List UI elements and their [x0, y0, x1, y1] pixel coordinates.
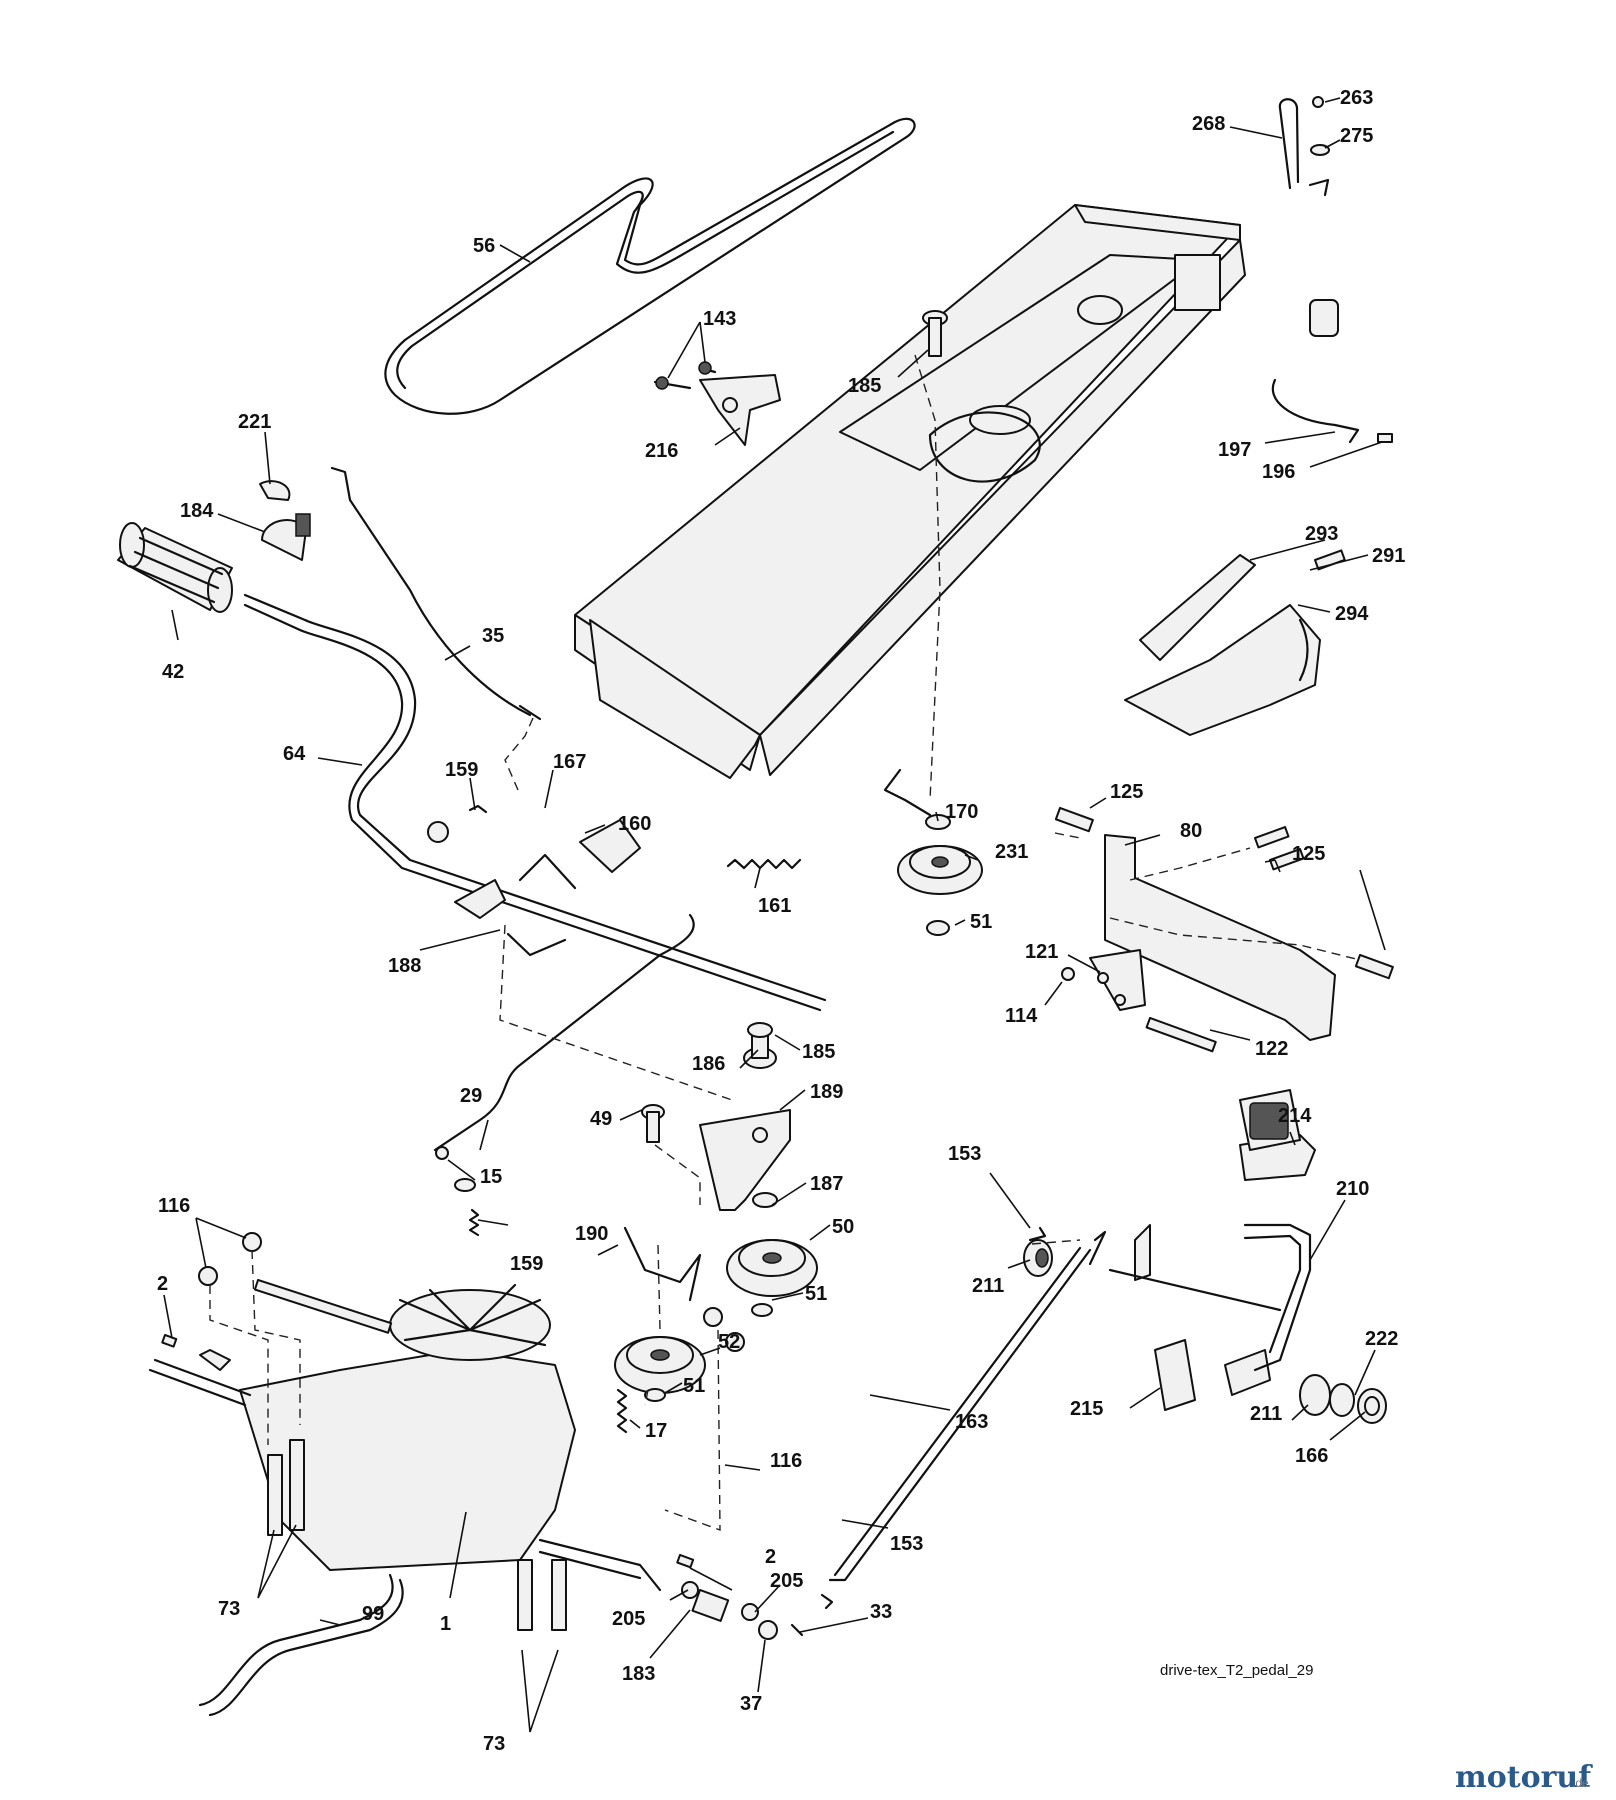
- callout-125-upper: 125: [1110, 781, 1143, 803]
- callout-15: 15: [480, 1166, 502, 1188]
- callout-222: 222: [1365, 1328, 1398, 1350]
- diagram-caption: drive-tex_T2_pedal_29: [1160, 1662, 1313, 1679]
- bracket-80: [1054, 807, 1394, 1053]
- callout-56: 56: [473, 235, 495, 257]
- bracket-293-294: [1124, 549, 1346, 736]
- callout-231: 231: [995, 841, 1028, 863]
- callout-170: 170: [945, 801, 978, 823]
- callout-160: 160: [618, 813, 651, 835]
- callout-50: 50: [832, 1216, 854, 1238]
- hex-nuts-116: [198, 1232, 745, 1352]
- callout-116-right: 116: [770, 1450, 802, 1472]
- grip-42: [117, 522, 233, 613]
- callout-159-lower: 159: [510, 1253, 543, 1275]
- callout-33: 33: [870, 1601, 892, 1623]
- lever-bracket-assembly: [427, 804, 641, 957]
- callout-2-right: 2: [765, 1546, 776, 1568]
- pedal-assembly: [820, 1089, 1387, 1610]
- knob-184: [261, 513, 311, 561]
- callout-73-bottom: 73: [483, 1733, 505, 1755]
- callout-211-right: 211: [1250, 1403, 1282, 1425]
- pulley-52: [454, 1178, 706, 1434]
- callout-1: 1: [440, 1613, 451, 1635]
- callout-187: 187: [810, 1173, 843, 1195]
- drive-belt: [384, 117, 916, 415]
- callout-190: 190: [575, 1223, 608, 1245]
- callout-2-left: 2: [157, 1273, 168, 1295]
- callout-51-upper: 51: [970, 911, 992, 933]
- callout-labels: 56 143 185 216 263 268 275 197 196 221 1…: [157, 87, 1405, 1755]
- callout-49: 49: [590, 1108, 612, 1130]
- callout-185: 185: [848, 375, 881, 397]
- brand-suffix: .de: [1572, 1776, 1589, 1790]
- callout-42: 42: [162, 661, 184, 683]
- callout-64: 64: [283, 743, 306, 765]
- callout-205-right: 205: [770, 1570, 803, 1592]
- spring-161: [726, 858, 802, 870]
- callout-99: 99: [362, 1603, 384, 1625]
- rod-29: [433, 913, 695, 1160]
- callout-166: 166: [1295, 1445, 1328, 1467]
- dashed-assembly-lines: [209, 354, 1361, 1532]
- callout-268: 268: [1192, 113, 1225, 135]
- callout-153-upper: 153: [948, 1143, 981, 1165]
- callout-114: 114: [1005, 1005, 1038, 1027]
- callout-275: 275: [1340, 125, 1373, 147]
- brand-watermark: motoruf .de: [1455, 1760, 1593, 1795]
- callout-143: 143: [703, 308, 736, 330]
- carriage-bolt-185-top: [922, 310, 948, 357]
- callout-216: 216: [645, 440, 678, 462]
- callout-294: 294: [1335, 603, 1369, 625]
- idler-pulley-231: [883, 768, 983, 936]
- brand-name: motoruf: [1455, 1760, 1593, 1795]
- callout-121: 121: [1025, 941, 1058, 963]
- transaxle-1: [148, 1279, 804, 1717]
- callout-167: 167: [553, 751, 586, 773]
- callout-196: 196: [1262, 461, 1295, 483]
- callout-215: 215: [1070, 1398, 1103, 1420]
- rod-35: [330, 466, 542, 721]
- callout-51-middle: 51: [805, 1283, 827, 1305]
- callout-263: 263: [1340, 87, 1373, 109]
- clip-221: [259, 480, 291, 501]
- callout-116-left: 116: [158, 1195, 190, 1217]
- pulley-50: [726, 1239, 818, 1317]
- callout-221: 221: [238, 411, 271, 433]
- callout-188: 188: [388, 955, 421, 977]
- callout-185-lower: 185: [802, 1041, 835, 1063]
- callout-37: 37: [740, 1693, 762, 1715]
- callout-186: 186: [692, 1053, 725, 1075]
- callout-205-left: 205: [612, 1608, 645, 1630]
- callout-291: 291: [1372, 545, 1405, 567]
- callout-51-lower: 51: [683, 1375, 705, 1397]
- callout-210: 210: [1336, 1178, 1369, 1200]
- callout-211-left: 211: [972, 1275, 1004, 1297]
- callout-197: 197: [1218, 439, 1251, 461]
- callout-159-upper: 159: [445, 759, 478, 781]
- callout-29: 29: [460, 1085, 482, 1107]
- rod-197-assembly: [1271, 378, 1393, 444]
- rod-268-assembly: [1278, 96, 1330, 197]
- callout-73-left: 73: [218, 1598, 240, 1620]
- callout-189: 189: [810, 1081, 843, 1103]
- bracket-216-assembly: [653, 361, 781, 446]
- callout-35: 35: [482, 625, 504, 647]
- callout-153-lower: 153: [890, 1533, 923, 1555]
- callout-125-right: 125: [1292, 843, 1325, 865]
- callout-52: 52: [718, 1331, 740, 1353]
- callout-17: 17: [645, 1420, 667, 1442]
- callout-80: 80: [1180, 820, 1202, 842]
- callout-163: 163: [955, 1411, 988, 1433]
- callout-184: 184: [180, 500, 214, 522]
- callout-293: 293: [1305, 523, 1338, 545]
- main-frame: [574, 204, 1339, 779]
- plate-189: [641, 1022, 791, 1211]
- callout-183: 183: [622, 1663, 655, 1685]
- callout-122: 122: [1255, 1038, 1288, 1060]
- lift-lever-64: [243, 593, 827, 1012]
- leader-lines: [163, 97, 1386, 1733]
- callout-161: 161: [758, 895, 791, 917]
- callout-214: 214: [1278, 1105, 1312, 1127]
